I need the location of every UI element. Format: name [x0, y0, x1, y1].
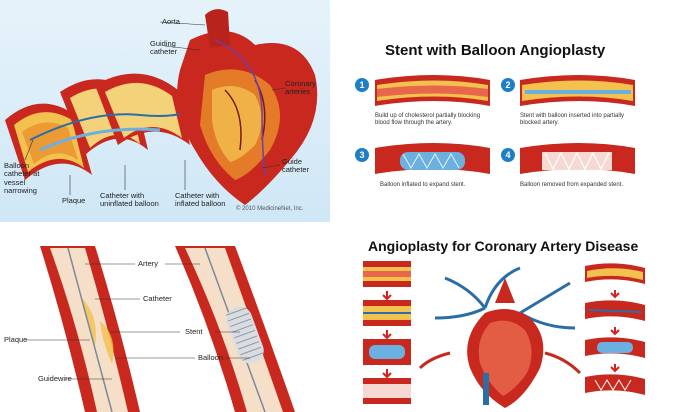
stent-steps-panel: 1 2 3 4 Build up of cholesterol partiall… [345, 68, 690, 218]
step-4-badge: 4 [501, 148, 515, 162]
label-catheter-inflated: Catheter with inflated balloon [175, 191, 226, 209]
cad-angioplasty-drawing [363, 261, 645, 408]
stent-steps-drawing [375, 75, 635, 174]
label-catheter: Catheter [143, 294, 172, 303]
artery-segment-3 [95, 73, 190, 145]
label-catheter-uninflated: Catheter with uninflated balloon [100, 191, 159, 209]
heart-catheter-illustration: Aorta Guiding catheter Coronary arteries… [0, 0, 330, 222]
copyright-text: © 2010 MedicineNet, Inc. [236, 206, 304, 212]
left-column [363, 261, 411, 404]
stent-balloon-drawing [25, 246, 295, 412]
step-2-badge: 2 [501, 78, 515, 92]
step-3-badge: 3 [355, 148, 369, 162]
label-balloon: Balloon [198, 353, 224, 362]
step-3-caption: Balloon inflated to expand stent. [380, 182, 466, 188]
heart [177, 9, 318, 205]
label-guide-catheter: Guide catheter [282, 157, 310, 175]
panel2-title: Stent with Balloon Angioplasty [385, 42, 606, 59]
cad-angioplasty-panel [345, 258, 690, 412]
step-1-badge: 1 [355, 78, 369, 92]
step-4-caption: Balloon removed from expanded stent. [520, 182, 624, 188]
label-plaque: Plaque [62, 196, 86, 205]
label-aorta: Aorta [162, 17, 180, 26]
step-2-caption: Stent with balloon inserted into partial… [520, 113, 625, 127]
heart-with-vessels [418, 266, 582, 408]
heart-catheter-drawing [5, 9, 318, 205]
label-guidewire: Guidewire [38, 374, 72, 383]
right-column [585, 263, 645, 395]
stent-balloon-cross-section: Artery Catheter Stent Plaque Balloon Gui… [0, 236, 335, 412]
label-balloon-catheter: Balloon catheter at vessel narrowing [4, 161, 40, 195]
label-coronary-arteries: Coronary arteries [285, 79, 316, 97]
label-stent: Stent [185, 327, 203, 336]
label-plaque: Plaque [4, 335, 28, 344]
label-artery: Artery [138, 259, 159, 268]
label-guiding-catheter: Guiding catheter [150, 39, 178, 57]
panel4-title: Angioplasty for Coronary Artery Disease [368, 238, 639, 254]
step-1-caption: Build up of cholesterol partially blocki… [375, 113, 481, 127]
